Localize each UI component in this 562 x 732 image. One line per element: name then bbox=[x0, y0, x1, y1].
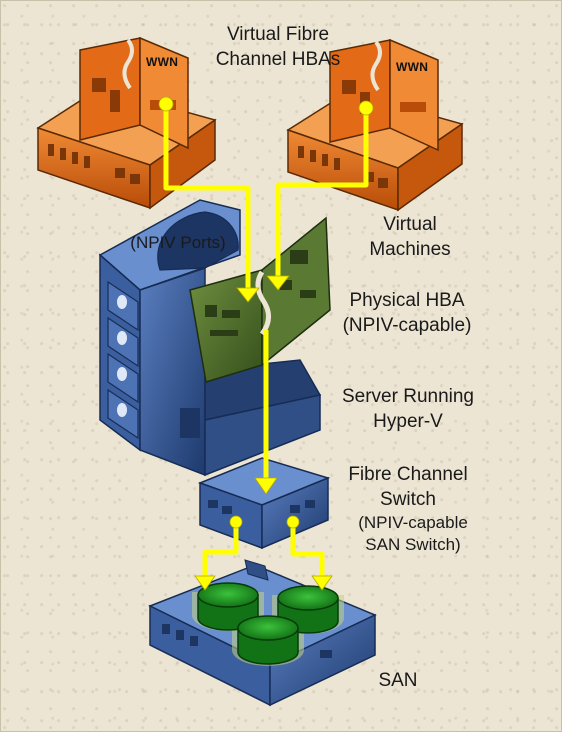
physical-hba-label: Physical HBA (NPIV-capable) bbox=[343, 288, 472, 338]
fibre-link-vm-right bbox=[275, 110, 369, 278]
npiv-ports-label: (NPIV Ports) bbox=[130, 233, 226, 252]
server-tower bbox=[98, 199, 322, 477]
fibre-link-switch-right bbox=[290, 524, 325, 578]
switch-note-line-2: SAN Switch) bbox=[365, 535, 461, 554]
physical-hba-line-2: (NPIV-capable) bbox=[342, 315, 472, 336]
virtual-machines-label: Virtual Machines bbox=[369, 212, 450, 262]
physical-hba-line-1: Physical HBA bbox=[349, 290, 465, 311]
fibre-link-vm-left bbox=[163, 106, 251, 290]
server-line-2: Hyper-V bbox=[373, 411, 443, 432]
virtual-machines-line-2: Machines bbox=[369, 239, 451, 260]
fibre-endpoints bbox=[158, 96, 374, 591]
wwn-left-label: WWN bbox=[146, 55, 179, 69]
switch-note-line-1: (NPIV-capable bbox=[358, 513, 468, 532]
fibre-links bbox=[163, 106, 369, 578]
switch-note-label: (NPIV-capable SAN Switch) bbox=[358, 512, 468, 556]
virtual-hbas-line-1: Virtual Fibre bbox=[226, 24, 330, 45]
switch-line-2: Switch bbox=[380, 489, 436, 510]
vm-right-chassis bbox=[286, 38, 464, 212]
san-label: SAN bbox=[378, 670, 418, 691]
disk-front bbox=[237, 615, 299, 665]
virtual-machines-line-1: Virtual bbox=[383, 214, 437, 235]
san-disks bbox=[192, 582, 344, 666]
vm-left-chassis bbox=[36, 36, 217, 210]
switch-line-1: Fibre Channel bbox=[348, 464, 468, 485]
fibre-link-switch-left bbox=[202, 524, 239, 578]
switch-label: Fibre Channel Switch bbox=[348, 462, 467, 512]
physical-hba-card bbox=[189, 216, 331, 383]
virtual-hbas-label: Virtual Fibre Channel HBAs bbox=[216, 22, 341, 72]
virtual-hbas-line-2: Channel HBAs bbox=[215, 49, 341, 70]
server-line-1: Server Running bbox=[341, 386, 475, 407]
wwn-right-label: WWN bbox=[396, 60, 429, 74]
server-label: Server Running Hyper-V bbox=[342, 384, 474, 434]
